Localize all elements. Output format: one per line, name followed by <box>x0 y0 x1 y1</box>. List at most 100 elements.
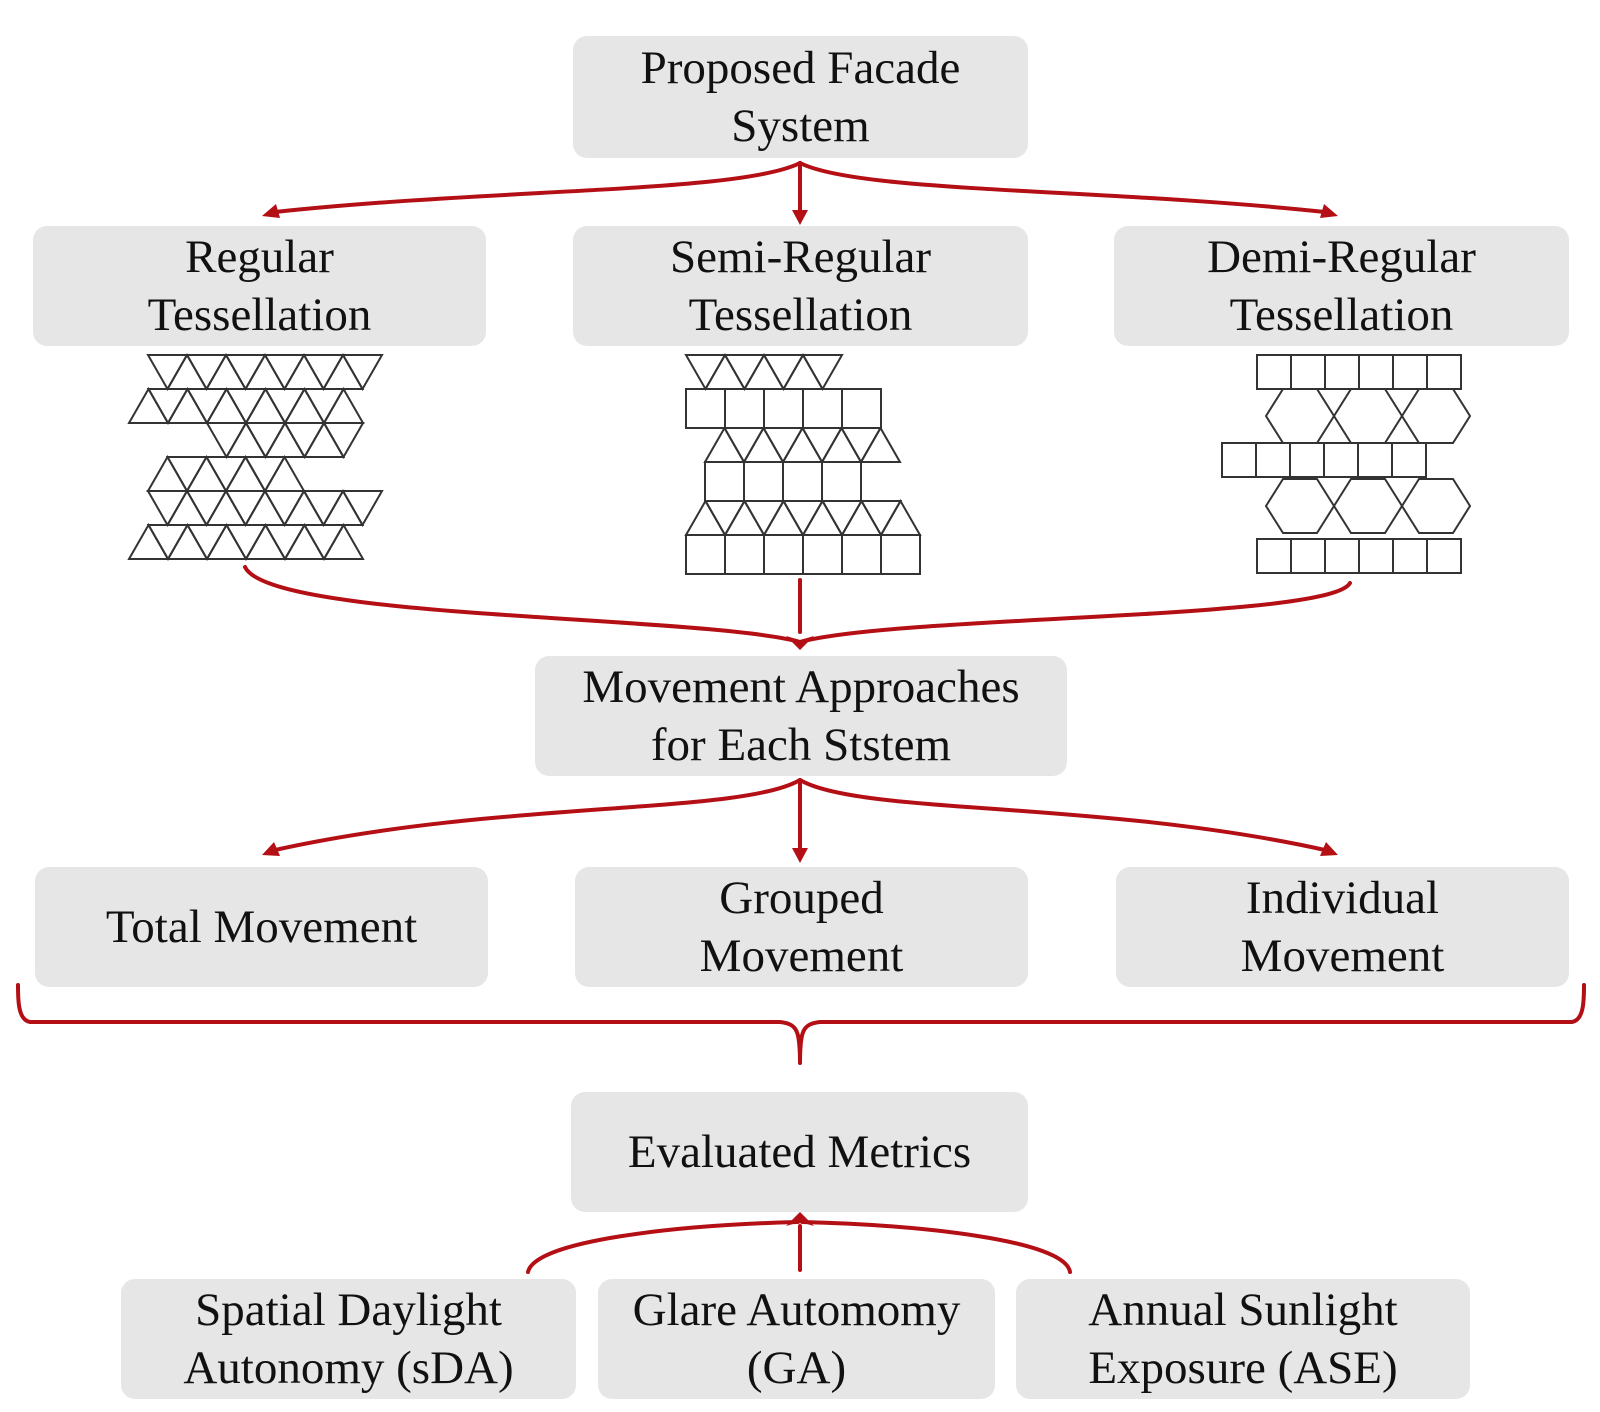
triangle-tile <box>185 454 228 492</box>
triangle-tile <box>185 524 229 562</box>
connector-sda-to-metrics <box>526 1220 800 1274</box>
triangle-tile <box>801 498 844 536</box>
triangle-tile <box>781 500 825 538</box>
triangle-tile <box>302 524 346 562</box>
hexagon-tile <box>1332 478 1404 534</box>
triangle-tile <box>723 354 766 392</box>
triangle-tile <box>185 388 229 426</box>
triangle-tile <box>321 488 365 526</box>
triangle-tile <box>263 524 307 562</box>
square-tile <box>1221 442 1257 478</box>
triangle-tile <box>703 352 747 390</box>
triangle-tile <box>781 425 824 463</box>
square-tile <box>724 388 765 429</box>
triangle-tile <box>263 490 306 528</box>
triangle-tile <box>839 427 883 465</box>
triangle-tile <box>244 386 287 424</box>
triangle-tile <box>204 352 248 390</box>
triangle-tile <box>224 524 268 562</box>
individual-movement-box: Individual Movement <box>1116 867 1569 987</box>
triangle-tile <box>879 498 922 536</box>
triangle-tile <box>859 425 902 463</box>
sda-label: Spatial Daylight Autonomy (sDA) <box>183 1284 514 1394</box>
evaluated-metrics-label: Evaluated Metrics <box>627 1126 972 1178</box>
individual-movement-label: Individual Movement <box>1240 872 1445 982</box>
connector-ase-to-metrics <box>800 1220 1072 1274</box>
triangle-tile <box>146 490 189 528</box>
triangle-tile <box>166 522 209 560</box>
triangle-tile <box>762 498 805 536</box>
grouped-movement-box: Grouped Movement <box>575 867 1028 987</box>
triangle-tile <box>146 454 189 492</box>
triangle-tile <box>146 354 189 392</box>
connector-movement-to-total <box>273 778 802 852</box>
triangle-tile <box>302 490 345 528</box>
square-tile <box>1255 442 1291 478</box>
arrowhead-demi-regular <box>1320 204 1338 218</box>
movement-approaches-box: Movement Approaches for Each Ststem <box>535 656 1067 776</box>
evaluated-metrics-box: Evaluated Metrics <box>571 1092 1028 1212</box>
triangle-tile <box>302 388 346 426</box>
triangle-tile <box>224 388 268 426</box>
triangle-tile <box>302 354 345 392</box>
hexagon-tile <box>1400 388 1472 444</box>
triangle-tile <box>781 352 825 390</box>
triangle-tile <box>742 425 785 463</box>
triangle-tile <box>146 388 190 426</box>
triangle-tile <box>127 522 170 560</box>
square-tile <box>821 461 862 502</box>
triangle-tile <box>761 427 805 465</box>
triangle-tile <box>263 388 307 426</box>
ase-box: Annual Sunlight Exposure (ASE) <box>1016 1279 1470 1399</box>
triangle-tile <box>244 522 287 560</box>
triangle-tile <box>322 522 365 560</box>
square-tile <box>685 534 726 575</box>
demi-regular-tessellation-label: Demi-Regular Tessellation <box>1207 231 1476 341</box>
triangle-tile <box>224 354 267 392</box>
triangle-tile <box>263 420 307 458</box>
triangle-tile <box>341 490 384 528</box>
square-tile <box>704 461 745 502</box>
triangle-tile <box>204 488 248 526</box>
arrowhead-movement <box>786 636 814 650</box>
total-movement-label: Total Movement <box>105 901 418 953</box>
square-tile <box>1324 538 1360 574</box>
triangle-tile <box>243 488 287 526</box>
triangle-tile <box>742 352 786 390</box>
square-tile <box>1256 538 1292 574</box>
triangle-tile <box>244 422 287 460</box>
square-tile <box>1357 442 1393 478</box>
triangle-tile <box>282 352 326 390</box>
bracket-movement-to-metrics <box>16 983 1586 1065</box>
triangle-tile <box>341 354 384 392</box>
square-tile <box>1324 354 1360 390</box>
proposed-facade-system-label: Proposed Facade System <box>640 42 961 152</box>
triangle-tile <box>703 500 747 538</box>
square-tile <box>1290 538 1326 574</box>
triangle-tile <box>243 352 287 390</box>
triangle-tile <box>859 500 903 538</box>
square-tile <box>1358 354 1394 390</box>
hexagon-tile <box>1400 478 1472 534</box>
triangle-tile <box>224 454 267 492</box>
triangle-tile <box>146 524 190 562</box>
triangle-tile <box>165 456 209 494</box>
sda-box: Spatial Daylight Autonomy (sDA) <box>121 1279 576 1399</box>
demi-regular-tessellation-box: Demi-Regular Tessellation <box>1114 226 1569 346</box>
triangle-tile <box>722 427 766 465</box>
triangle-tile <box>166 386 209 424</box>
demi-regular-tessellation-pattern <box>1221 354 1472 574</box>
triangle-tile <box>205 386 248 424</box>
triangle-tile <box>820 500 864 538</box>
triangle-tile <box>322 386 365 424</box>
arrowhead-individual <box>1320 842 1338 856</box>
ga-box: Glare Automomy (GA) <box>598 1279 995 1399</box>
arrowhead-semi-regular <box>792 210 808 225</box>
square-tile <box>841 534 882 575</box>
square-tile <box>743 461 784 502</box>
semi-regular-tessellation-label: Semi-Regular Tessellation <box>669 231 932 341</box>
total-movement-box: Total Movement <box>35 867 488 987</box>
square-tile <box>1392 354 1428 390</box>
semi-regular-tessellation-box: Semi-Regular Tessellation <box>573 226 1028 346</box>
